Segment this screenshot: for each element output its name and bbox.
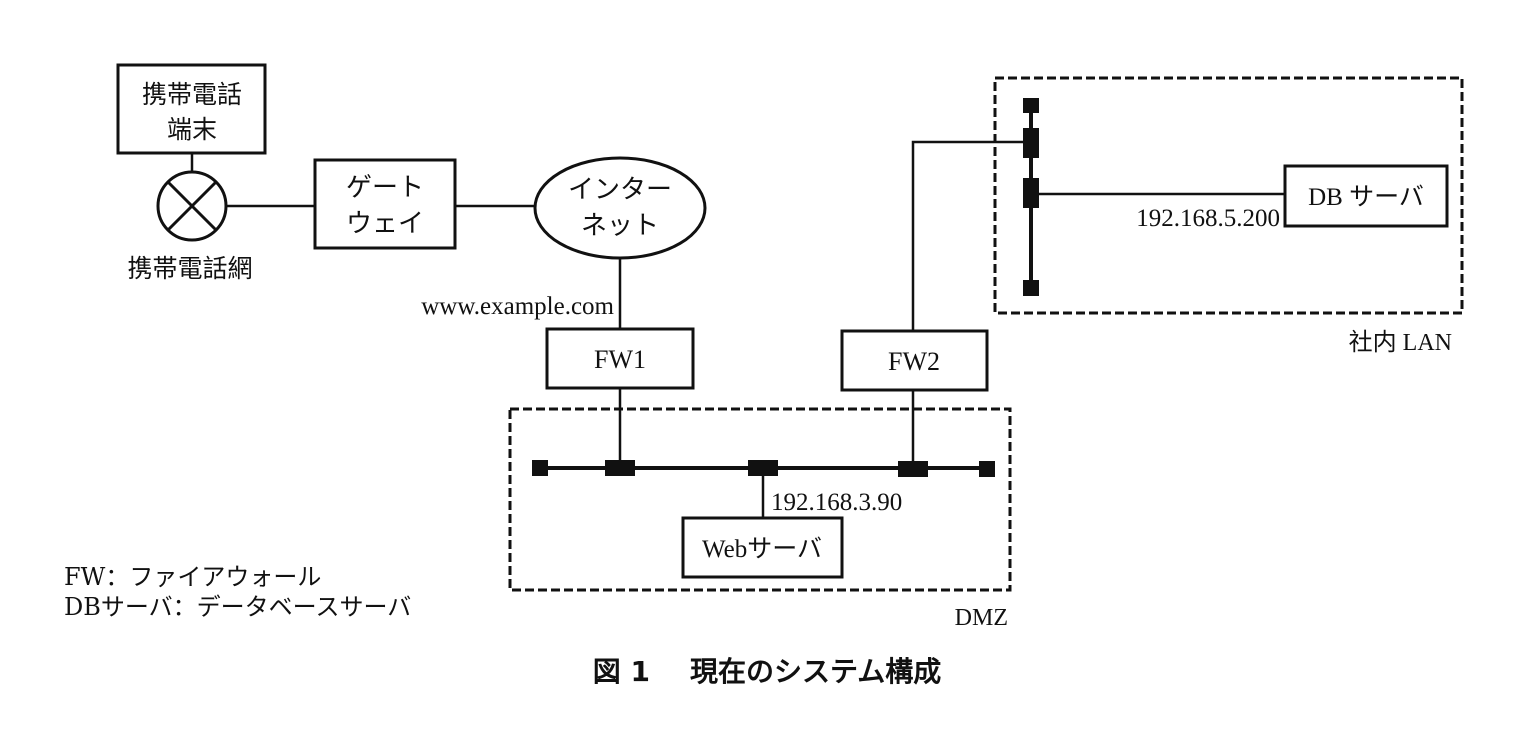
fw1-box: [545, 327, 695, 390]
fw2-box: [840, 329, 989, 392]
dmz-bus-end-left: [532, 460, 548, 476]
mobile-terminal-box: [116, 63, 267, 155]
dmz-bus-node-fw2: [898, 461, 928, 477]
dmz-bus-node-web: [748, 460, 778, 476]
dmz-bus-end-right: [979, 461, 995, 477]
web-server-label: Webサーバ: [702, 536, 822, 563]
db-server-label: DB サーバ: [1308, 184, 1424, 211]
gateway-label-line2: ウェイ: [346, 209, 424, 239]
web-server-box: [681, 516, 844, 579]
fw2-label: FW2: [888, 347, 940, 376]
figure-title: 現在のシステム構成: [690, 655, 942, 688]
legend-item-db: DBサーバ：データベースサーバ: [64, 593, 412, 621]
mobile-network-label: 携帯電話網: [127, 254, 252, 283]
wire-fw2-lan: [911, 140, 1031, 331]
web-server-node: Webサーバ: [681, 516, 844, 579]
fw2-node: FW2: [840, 329, 989, 392]
gateway-node: ゲート ウェイ: [313, 158, 457, 250]
mobile-terminal-label-line1: 携帯電話: [142, 80, 242, 109]
mobile-terminal-label-line2: 端末: [167, 115, 217, 144]
lan-label: 社内 LAN: [1349, 329, 1452, 356]
lan-bus-end-top: [1023, 98, 1039, 113]
lan-bus-node-db: [1023, 178, 1039, 208]
internet-node: インター ネット: [533, 156, 707, 260]
gateway-label-line1: ゲート: [346, 173, 424, 203]
db-server-ip: 192.168.5.200: [1136, 205, 1280, 232]
internet-label-line2: ネット: [581, 211, 659, 241]
lan-bus-node-fw2: [1023, 128, 1039, 158]
figure-caption: 図 1 現在のシステム構成: [0, 650, 1534, 690]
mobile-network-node: 携帯電話網: [127, 170, 253, 283]
web-server-ip: 192.168.3.90: [771, 489, 902, 516]
mobile-terminal-node: 携帯電話 端末: [116, 63, 267, 155]
db-server-node: DB サーバ: [1283, 164, 1449, 228]
internet-label-line1: インター: [568, 175, 672, 205]
gateway-box: [313, 158, 457, 250]
dmz-label: DMZ: [955, 605, 1008, 631]
fw1-label: FW1: [594, 345, 646, 374]
cross-circle-icon: [156, 170, 228, 242]
legend: FW：ファイアウォール DBサーバ：データベースサーバ: [64, 562, 411, 622]
dmz-zone: [508, 407, 1012, 592]
lan-bus-end-bottom: [1023, 280, 1039, 296]
dmz-bus-node-fw1: [605, 460, 635, 476]
legend-item-fw: FW：ファイアウォール: [64, 563, 322, 591]
internet-cloud: [533, 156, 707, 260]
fw1-hostname-label: www.example.com: [421, 293, 614, 320]
figure-number: 図 1: [592, 655, 651, 688]
fw1-node: FW1: [545, 327, 695, 390]
db-server-box: [1283, 164, 1449, 228]
